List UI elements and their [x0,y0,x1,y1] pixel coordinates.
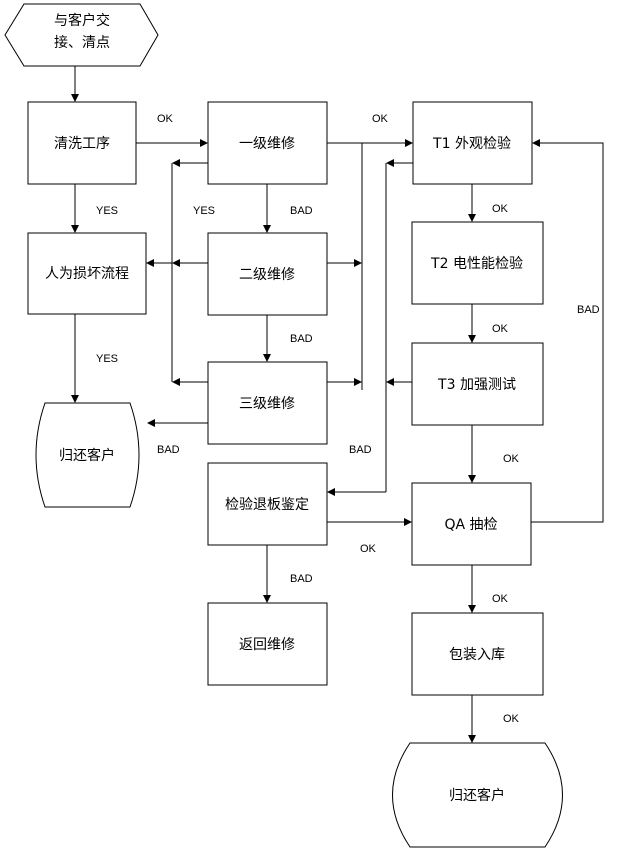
label-ok-l1: OK [372,113,389,125]
repair-l1-label: 一级维修 [239,136,295,152]
label-bad-l1: BAD [290,205,313,217]
return-repair-label: 返回维修 [239,637,295,653]
label-ok-t3: OK [503,453,520,465]
edge-labels: OK OK YES YES BAD OK YES BAD OK BAD BAD … [96,113,600,725]
t2-label: T2 电性能检验 [430,256,523,272]
start-node-line-1: 与客户交 [54,12,110,29]
repair-l1-node: 一级维修 [207,101,328,185]
t3-node: T3 加强测试 [411,342,544,426]
repair-l2-label: 二级维修 [239,267,295,283]
label-bad-l3: BAD [157,444,180,456]
label-ok-t1: OK [492,203,509,215]
label-bad-qa: BAD [577,304,600,316]
label-ok-board-inspect: OK [360,543,377,555]
label-yes-cleaning: YES [96,205,118,217]
packing-label: 包装入库 [449,647,505,663]
t2-node: T2 电性能检验 [411,221,544,305]
edges [71,66,604,743]
start-node-line-2: 接、清点 [54,34,110,51]
return-customer-left-label: 归还客户 [59,447,115,464]
qa-node: QA 抽检 [411,482,532,566]
label-bad-l2: BAD [290,333,313,345]
repair-l2-node: 二级维修 [207,232,328,316]
return-customer-right-node: 归还客户 [392,742,563,848]
human-damage-node: 人为损坏流程 [27,232,147,315]
label-bad-board-inspect: BAD [290,573,313,585]
repair-l3-label: 三级维修 [239,396,295,412]
cleaning-node: 清洗工序 [27,101,137,185]
repair-l3-node: 三级维修 [207,361,328,445]
qa-label: QA 抽检 [444,517,497,533]
label-yes-human-damage: YES [96,353,118,365]
label-ok-packing: OK [503,713,520,725]
t1-node: T1 外观检验 [412,101,533,185]
label-ok-cleaning: OK [157,113,174,125]
return-repair-node: 返回维修 [207,602,328,686]
human-damage-node-label: 人为损坏流程 [45,266,129,282]
return-customer-left-node: 归还客户 [35,402,140,508]
board-inspect-node: 检验退板鉴定 [207,462,328,546]
start-node: 与客户交 接、清点 [4,3,159,67]
edge-qa-bad-loop [531,139,604,523]
t1-label: T1 外观检验 [432,136,511,152]
cleaning-node-label: 清洗工序 [54,136,110,152]
return-customer-right-label: 归还客户 [449,787,505,804]
packing-node: 包装入库 [411,612,544,696]
label-ok-t2: OK [492,323,509,335]
board-inspect-label: 检验退板鉴定 [225,497,309,513]
t3-label: T3 加强测试 [437,377,516,393]
label-bad-tests: BAD [349,444,372,456]
label-ok-qa: OK [492,593,509,605]
label-yes-repair: YES [193,205,215,217]
